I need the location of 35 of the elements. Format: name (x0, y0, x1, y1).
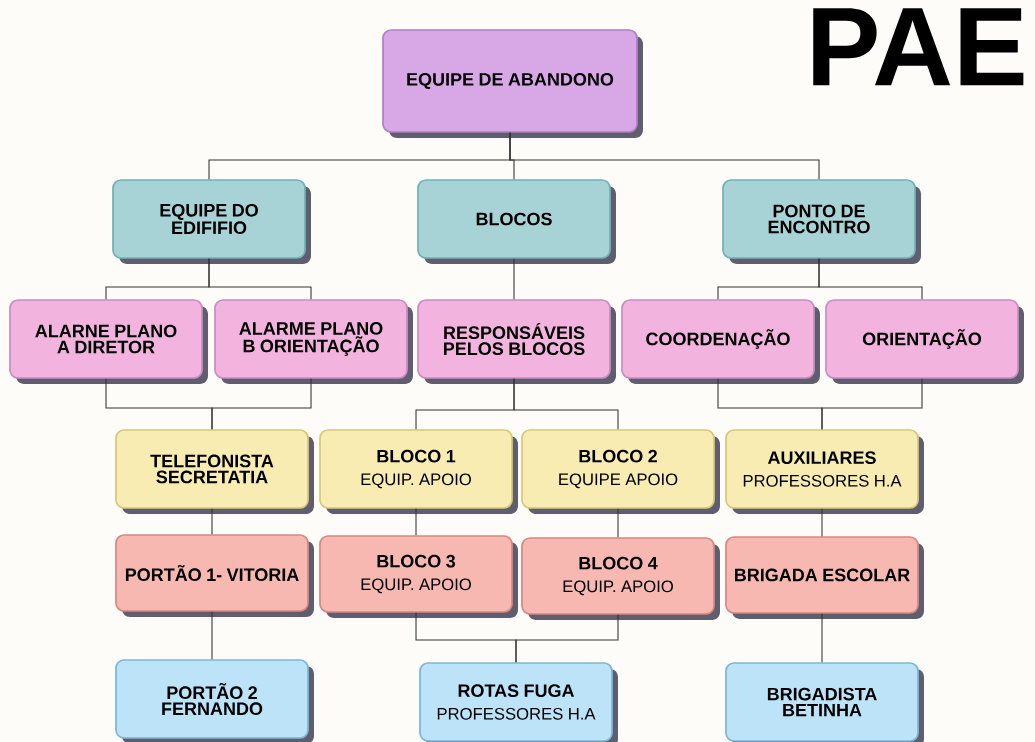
connector (211, 378, 312, 430)
org-box: ROTAS FUGA PROFESSORES H.A (419, 662, 618, 742)
connector (821, 613, 823, 663)
org-box: ALARME PLANO B ORIENTAÇÃO (214, 299, 413, 384)
org-box: EQUIPE DE ABANDONO (382, 29, 643, 138)
connector (515, 614, 619, 663)
org-box: PONTO DE ENCONTRO (722, 179, 921, 264)
org-box: COORDENAÇÃO (621, 299, 820, 384)
connector (208, 258, 312, 300)
org-box: RESPONSÁVEIS PELOS BLOCOS (417, 299, 616, 384)
connector (513, 378, 619, 430)
connector (821, 378, 923, 430)
org-box: BRIGADISTA BETINHA (725, 662, 924, 742)
org-box: BLOCO 1 EQUIP. APOIO (319, 429, 518, 514)
org-box: PORTÃO 1- VITORIA (115, 534, 314, 617)
org-box: ORIENTAÇÃO (825, 299, 1024, 384)
title: PAE (813, 8, 1024, 86)
connector (818, 258, 923, 300)
connector (509, 132, 820, 180)
org-box: AUXILIARES PROFESSORES H.A (725, 429, 924, 514)
org-box: ALARNE PLANO A DIRETOR (9, 299, 208, 384)
org-box: BLOCO 2 EQUIPE APOIO (521, 429, 720, 514)
org-box: EQUIPE DO EDIFIFIO (112, 179, 311, 264)
org-box: BLOCO 3 EQUIP. APOIO (319, 535, 518, 618)
connector (415, 508, 417, 536)
org-box: BLOCOS (417, 179, 616, 264)
org-box: BLOCO 4 EQUIP. APOIO (521, 537, 720, 620)
org-box: BRIGADA ESCOLAR (725, 536, 924, 619)
connector (211, 611, 213, 660)
connector (821, 508, 823, 537)
org-box: PORTÃO 2 FERNANDO (115, 659, 314, 742)
connector (513, 258, 515, 300)
connector (617, 508, 619, 538)
org-box: TELEFONISTA SECRETATIA (115, 429, 314, 514)
connector (211, 508, 213, 535)
